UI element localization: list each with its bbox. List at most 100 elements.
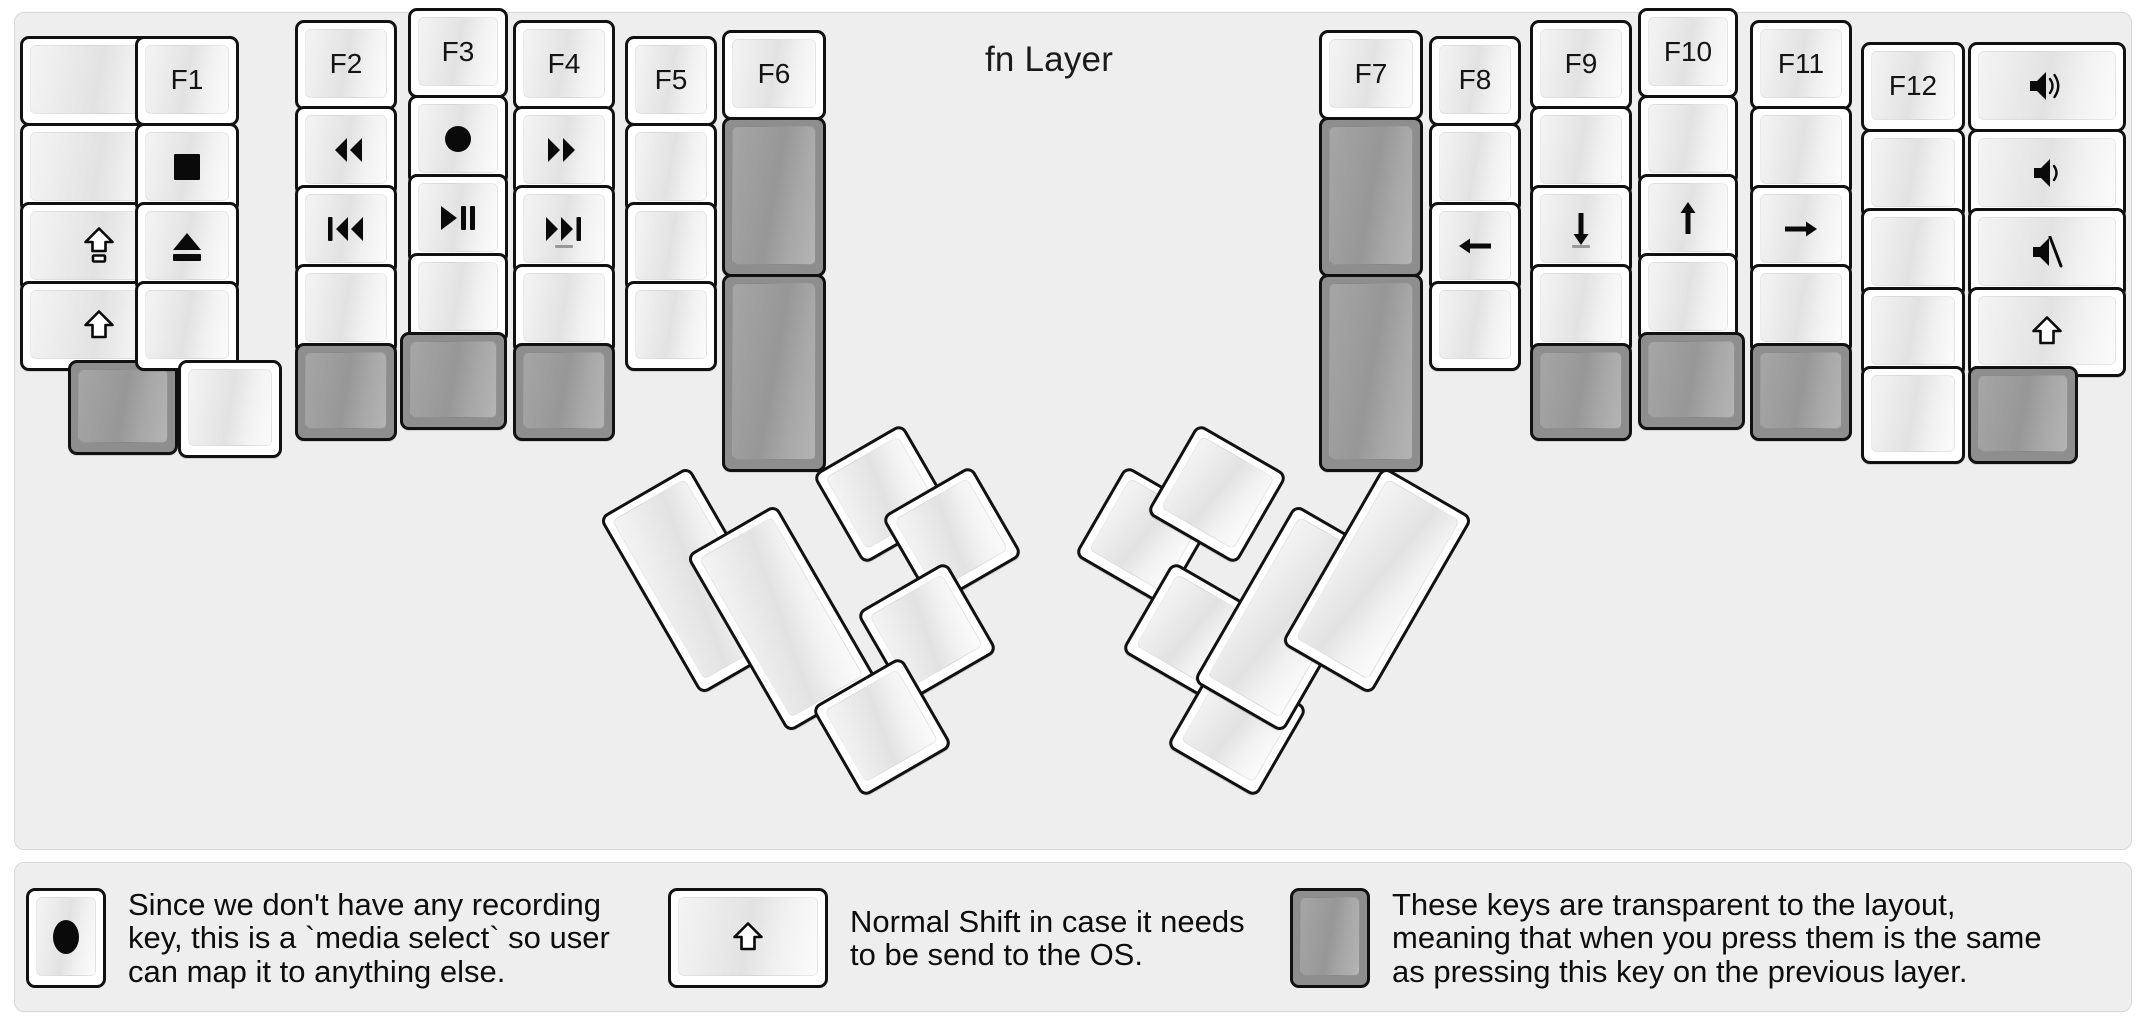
keycap-face <box>1540 352 1622 429</box>
keycap-l-c4-r1[interactable]: F3 <box>408 8 508 98</box>
keycap-face <box>635 211 707 280</box>
shift-arrow-icon <box>733 922 763 951</box>
keycap-r-c5-r1[interactable]: F11 <box>1750 20 1852 110</box>
legend-description-1: Since we don't have any recording key, t… <box>128 887 610 989</box>
keycap-r-c4-r3[interactable] <box>1638 174 1738 264</box>
keycap-label: F3 <box>441 35 475 67</box>
keycap-r-c5-r3[interactable] <box>1750 185 1852 275</box>
keycap-face <box>78 369 168 443</box>
keycap-l-c2-r3[interactable] <box>135 202 239 292</box>
keycap-l-c6-r2[interactable] <box>625 123 717 213</box>
keycap-r-c4-r5[interactable] <box>1638 332 1745 430</box>
keycap-l-c7-r1[interactable]: F6 <box>722 30 826 120</box>
keycap-face <box>145 211 229 280</box>
keycap-r-c6-r4[interactable] <box>1861 287 1965 377</box>
keycap-face: F11 <box>1760 29 1842 98</box>
keycap-r-c1-r3[interactable] <box>1319 274 1423 472</box>
keycap-l-c3-r2[interactable] <box>295 106 397 196</box>
keycap-submark <box>555 245 573 248</box>
keycap-l-c4-r5[interactable] <box>400 332 507 430</box>
keycap-face <box>1871 217 1955 286</box>
keycap-r-c7-r5[interactable] <box>1968 366 2078 464</box>
keycap-r-c3-r2[interactable] <box>1530 106 1632 196</box>
keycap-l-c4-r2[interactable] <box>408 95 508 185</box>
keycap-face: F2 <box>305 29 387 98</box>
keycap-l-c3-r4[interactable] <box>295 264 397 354</box>
keycap-r-c6-r5[interactable] <box>1861 366 1965 464</box>
keycap-l-c2-r4[interactable] <box>135 281 239 371</box>
keycap-r-c1-r1[interactable]: F7 <box>1319 30 1423 120</box>
page-title: fn Layer <box>985 40 1114 79</box>
legend-item-3: These keys are transparent to the layout… <box>1290 888 2042 988</box>
keycap-r-c2-r4[interactable] <box>1429 281 1521 371</box>
volume-up-icon <box>2028 70 2066 102</box>
keycap-l-c6-r4[interactable] <box>625 281 717 371</box>
keycap-l-c1-r5[interactable] <box>68 360 178 455</box>
keycap-face <box>1760 194 1842 263</box>
keycap-l-c4-r4[interactable] <box>408 253 508 343</box>
keycap-label: F6 <box>757 57 791 89</box>
keycap-face <box>418 104 498 173</box>
keycap-r-c4-r4[interactable] <box>1638 253 1738 343</box>
keycap-face <box>145 290 229 359</box>
keycap-l-c6-r3[interactable] <box>625 202 717 292</box>
keycap-r-c6-r3[interactable] <box>1861 208 1965 298</box>
legend-sample-key-2 <box>668 888 828 988</box>
keycap-r-c7-r2[interactable] <box>1968 129 2126 219</box>
keycap-l-c5-r1[interactable]: F4 <box>513 20 615 110</box>
keycap-face: F10 <box>1648 17 1728 86</box>
play-pause-icon <box>440 205 477 231</box>
keycap-l-c7-r2[interactable] <box>722 117 826 277</box>
keycap-r-c2-r1[interactable]: F8 <box>1429 36 1521 126</box>
keycap-r-c7-r4[interactable] <box>1968 287 2126 377</box>
keycap-face <box>1978 375 2068 452</box>
keycap-l-c5-r3[interactable] <box>513 185 615 275</box>
keycap-r-c6-r1[interactable]: F12 <box>1861 42 1965 132</box>
keycap-l-c2-r5[interactable] <box>178 360 282 458</box>
keycap-face <box>1648 262 1728 331</box>
keycap-face: F5 <box>635 45 707 114</box>
keycap-face <box>418 183 498 252</box>
keycap-face <box>1871 296 1955 365</box>
keycap-r-c5-r4[interactable] <box>1750 264 1852 354</box>
keycap-r-c7-r1[interactable] <box>1968 42 2126 132</box>
keycap-l-c5-r5[interactable] <box>513 343 615 441</box>
keycap-l-c4-r3[interactable] <box>408 174 508 264</box>
record-icon <box>444 125 472 153</box>
record-dot-icon <box>51 918 81 956</box>
keycap-r-c3-r3[interactable] <box>1530 185 1632 275</box>
keycap-r-c2-r2[interactable] <box>1429 123 1521 213</box>
keycap-l-c6-r1[interactable]: F5 <box>625 36 717 126</box>
keycap-r-c6-r2[interactable] <box>1861 129 1965 219</box>
keycap-l-c3-r5[interactable] <box>295 343 397 441</box>
keycap-l-c5-r4[interactable] <box>513 264 615 354</box>
keycap-l-c7-r3[interactable] <box>722 274 826 472</box>
keycap-r-c4-r1[interactable]: F10 <box>1638 8 1738 98</box>
keycap-r-c5-r2[interactable] <box>1750 106 1852 196</box>
shift-icon <box>84 310 114 339</box>
legend-sample-face <box>36 897 96 977</box>
keycap-face <box>732 126 816 265</box>
keycap-r-c3-r4[interactable] <box>1530 264 1632 354</box>
keycap-r-c2-r3[interactable] <box>1429 202 1521 292</box>
keycap-r-c4-r2[interactable] <box>1638 95 1738 185</box>
keycap-face <box>732 283 816 460</box>
keycap-face <box>1978 138 2116 207</box>
keycap-r-c1-r2[interactable] <box>1319 117 1423 277</box>
legend-item-2: Normal Shift in case it needs to be send… <box>668 888 1245 988</box>
keycap-l-c3-r3[interactable] <box>295 185 397 275</box>
keycap-l-c5-r2[interactable] <box>513 106 615 196</box>
keycap-l-c3-r1[interactable]: F2 <box>295 20 397 110</box>
keycap-face: F8 <box>1439 45 1511 114</box>
keycap-face <box>1439 290 1511 359</box>
keycap-face <box>1540 115 1622 184</box>
keycap-l-c2-r1[interactable]: F1 <box>135 36 239 126</box>
keycap-r-c3-r1[interactable]: F9 <box>1530 20 1632 110</box>
keycap-face <box>635 290 707 359</box>
keycap-r-c7-r3[interactable] <box>1968 208 2126 298</box>
keycap-l-c2-r2[interactable] <box>135 123 239 213</box>
keycap-r-c3-r5[interactable] <box>1530 343 1632 441</box>
keycap-r-c5-r5[interactable] <box>1750 343 1852 441</box>
legend-sample-face <box>678 897 818 976</box>
keycap-face <box>1439 132 1511 201</box>
